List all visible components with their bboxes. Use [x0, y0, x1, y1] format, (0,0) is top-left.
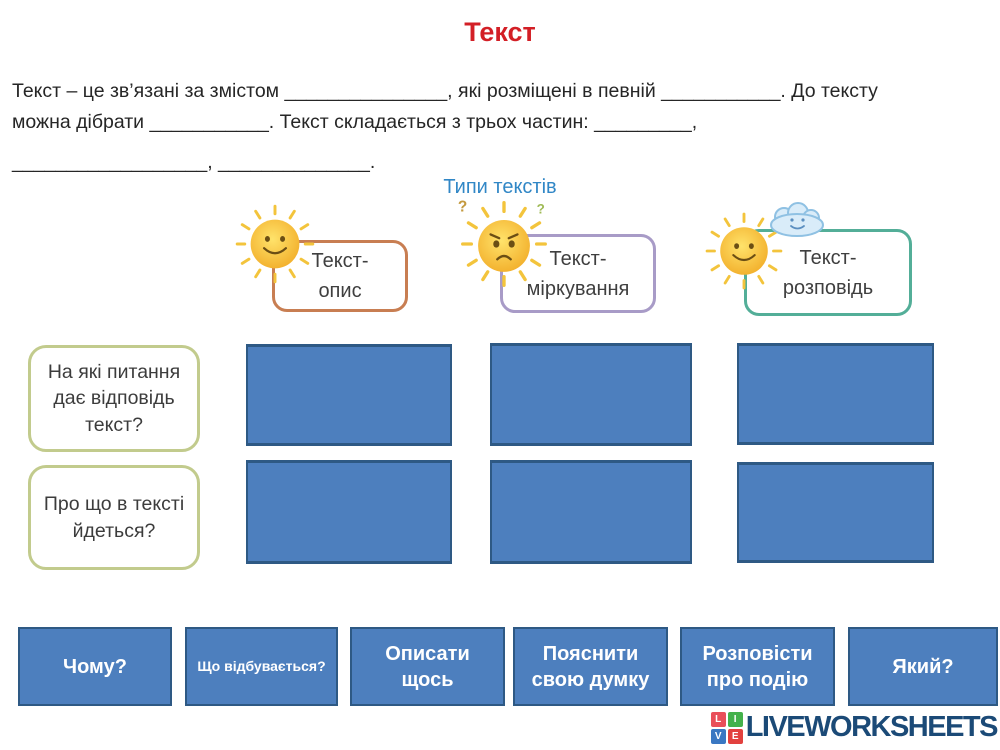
liveworksheets-logo[interactable]: L I V E LIVEWORKSHEETS	[710, 711, 999, 744]
liveworksheets-logo-icon: L I V E	[710, 711, 743, 744]
cloud-icon	[770, 202, 824, 237]
sun-smiling-icon	[235, 204, 315, 284]
logo-text: LIVEWORKSHEETS	[745, 711, 999, 743]
intro-text: Текст – це зв’язані за змістом _________…	[12, 76, 982, 178]
logo-square: I	[727, 711, 743, 727]
category-label-line: Текст-	[311, 250, 369, 272]
section-heading: Типи текстів	[443, 176, 557, 198]
category-label-line: опис	[318, 280, 362, 302]
answer-chip-rozpovisty[interactable]: Розповісти про подію	[680, 627, 835, 706]
answer-chip-opysaty[interactable]: Описати щось	[350, 627, 505, 706]
category-card-mirkuvannia: Текст- міркування	[500, 234, 656, 313]
drop-zone[interactable]	[737, 462, 934, 563]
drop-zone[interactable]	[246, 460, 452, 564]
intro-line: можна дібрати ___________. Текст складає…	[12, 111, 698, 133]
category-label-line: розповідь	[782, 276, 874, 299]
sun-smiling-icon	[705, 212, 783, 290]
question-box-questions: На які питання дає відповідь текст?	[28, 345, 200, 452]
logo-square: V	[710, 728, 726, 744]
drop-zone[interactable]	[490, 343, 692, 446]
svg-text:?: ?	[537, 201, 545, 216]
category-card-rozpovid: Текст- розповідь	[744, 229, 912, 316]
question-text: На які питання дає відповідь текст?	[47, 361, 181, 436]
sun-confused-icon: ? ?	[458, 198, 547, 287]
logo-square: E	[727, 728, 743, 744]
drop-zone[interactable]	[246, 344, 452, 446]
intro-line: __________________, ______________.	[12, 151, 376, 173]
svg-text:?: ?	[458, 198, 467, 215]
answer-chip-iakyi[interactable]: Який?	[848, 627, 998, 706]
intro-line: Текст – це зв’язані за змістом _________…	[12, 80, 878, 102]
category-label-line: Текст-	[799, 246, 857, 269]
question-text: Про що в тексті йдеться?	[43, 493, 185, 542]
answer-chip-chomu[interactable]: Чому?	[18, 627, 172, 706]
page-title: Текст	[464, 17, 536, 47]
answer-chip-shcho-vidbuvaietsia[interactable]: Що відбувається?	[185, 627, 338, 706]
question-box-topic: Про що в тексті йдеться?	[28, 465, 200, 570]
category-label-line: міркування	[526, 277, 630, 300]
answer-chip-poiasnyty[interactable]: Пояснити свою думку	[513, 627, 668, 706]
category-label-line: Текст-	[549, 247, 607, 270]
drop-zone[interactable]	[490, 460, 692, 564]
logo-square: L	[710, 711, 726, 727]
drop-zone[interactable]	[737, 343, 934, 445]
